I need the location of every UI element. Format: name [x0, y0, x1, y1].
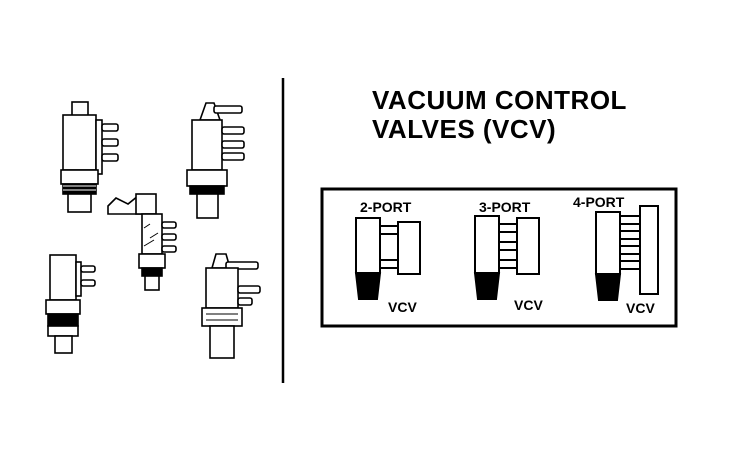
- diagram-title: VACUUM CONTROL VALVES (VCV): [372, 86, 627, 144]
- valve-drawing: [186, 102, 245, 219]
- title-line-1: VACUUM CONTROL: [372, 85, 627, 115]
- four-port-vcv-label: VCV: [626, 300, 655, 316]
- two-port-vcv-symbol: [354, 217, 421, 300]
- valve-drawing: [45, 254, 96, 354]
- title-line-2: VALVES (VCV): [372, 114, 557, 144]
- three-port-vcv-label: VCV: [514, 297, 543, 313]
- valve-drawing: [60, 101, 119, 213]
- two-port-vcv-label: VCV: [388, 299, 417, 315]
- valve-drawing: [107, 193, 177, 291]
- three-port-label: 3-PORT: [479, 199, 531, 215]
- four-port-label: 4-PORT: [573, 194, 625, 210]
- valve-drawing: [201, 253, 261, 359]
- four-port-vcv-symbol: [594, 205, 659, 301]
- three-port-vcv-symbol: [473, 215, 540, 300]
- two-port-label: 2-PORT: [360, 199, 412, 215]
